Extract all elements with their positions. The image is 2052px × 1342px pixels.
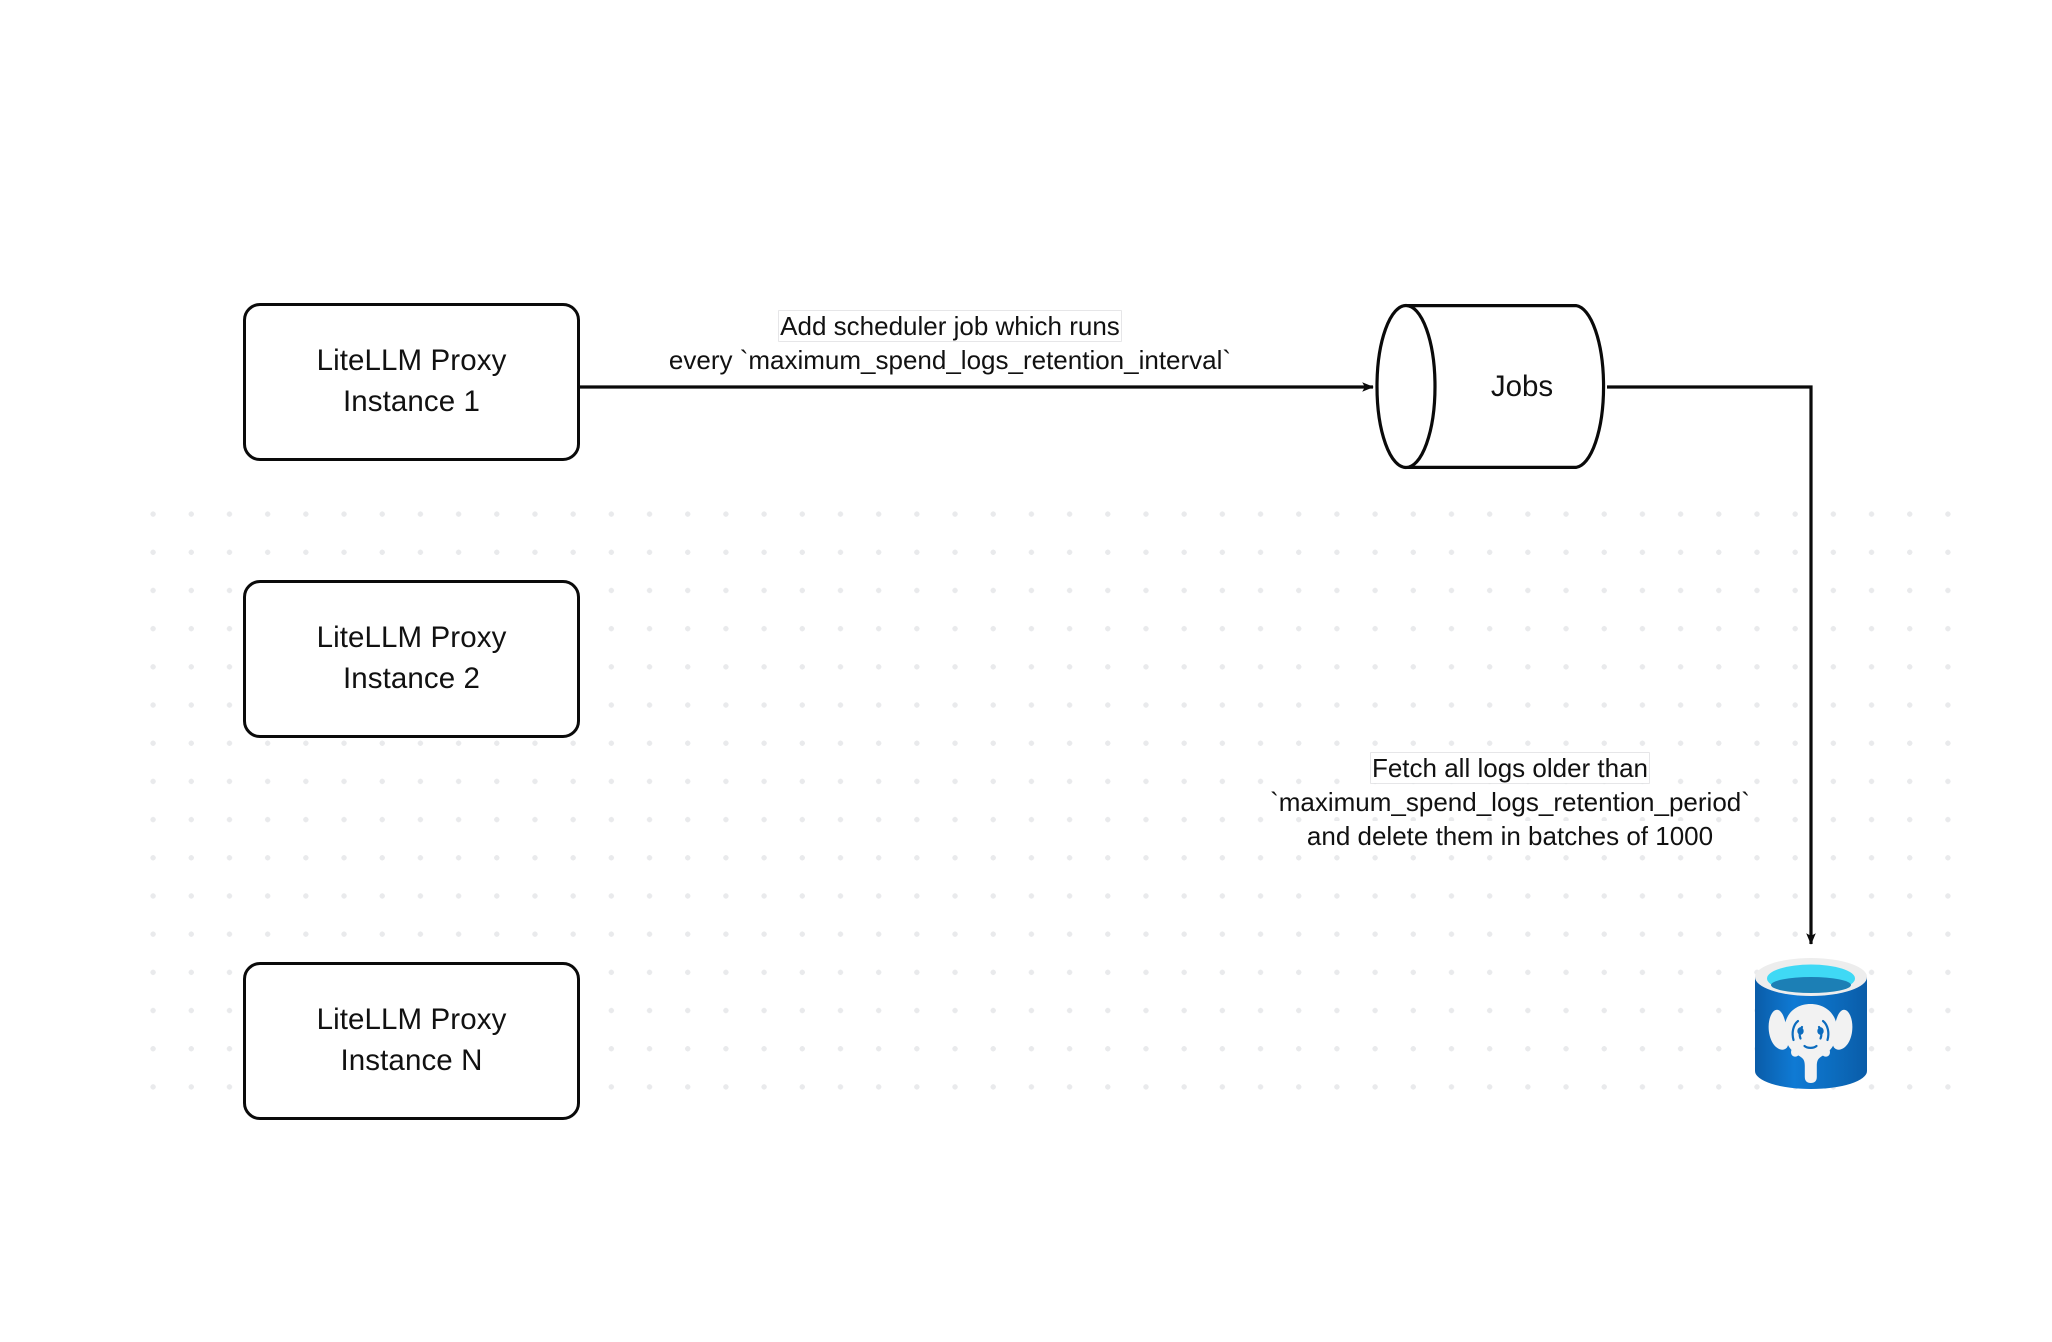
edge-label-line3: and delete them in batches of 1000 bbox=[1306, 820, 1714, 851]
node-label-jobs: Jobs bbox=[1490, 369, 1554, 403]
node-litellm-proxy-instance-2[interactable]: LiteLLM Proxy Instance 2 bbox=[243, 580, 580, 738]
node-litellm-proxy-instance-n[interactable]: LiteLLM Proxy Instance N bbox=[243, 962, 580, 1120]
edge-label-line2: every `maximum_spend_logs_retention_inte… bbox=[668, 344, 1232, 375]
edge-label-scheduler-job: Add scheduler job which runs every `maxi… bbox=[560, 310, 1340, 378]
node-label-line1: LiteLLM Proxy bbox=[316, 344, 507, 378]
node-label-line1: LiteLLM Proxy bbox=[316, 621, 507, 655]
node-label-line1: LiteLLM Proxy bbox=[316, 1003, 507, 1037]
node-label-line2: Instance 2 bbox=[342, 662, 481, 695]
node-jobs-queue[interactable]: Jobs bbox=[1375, 303, 1607, 470]
edge-label-line2: `maximum_spend_logs_retention_period` bbox=[1270, 786, 1750, 817]
postgres-elephant-glyph bbox=[1768, 1004, 1853, 1083]
edge-label-line1: Fetch all logs older than bbox=[1370, 753, 1650, 783]
edge-label-line1: Add scheduler job which runs bbox=[779, 311, 1121, 341]
node-label-line2: Instance N bbox=[340, 1044, 483, 1077]
node-label-line2: Instance 1 bbox=[342, 385, 481, 418]
edge-label-fetch-and-delete: Fetch all logs older than `maximum_spend… bbox=[1230, 752, 1790, 853]
node-postgres-database[interactable] bbox=[1752, 955, 1870, 1097]
postgresql-database-icon bbox=[1755, 958, 1867, 1089]
edge-jobs-to-postgres bbox=[1607, 385, 1816, 945]
cylinder-shape bbox=[1375, 303, 1606, 470]
node-litellm-proxy-instance-1[interactable]: LiteLLM Proxy Instance 1 bbox=[243, 303, 580, 461]
